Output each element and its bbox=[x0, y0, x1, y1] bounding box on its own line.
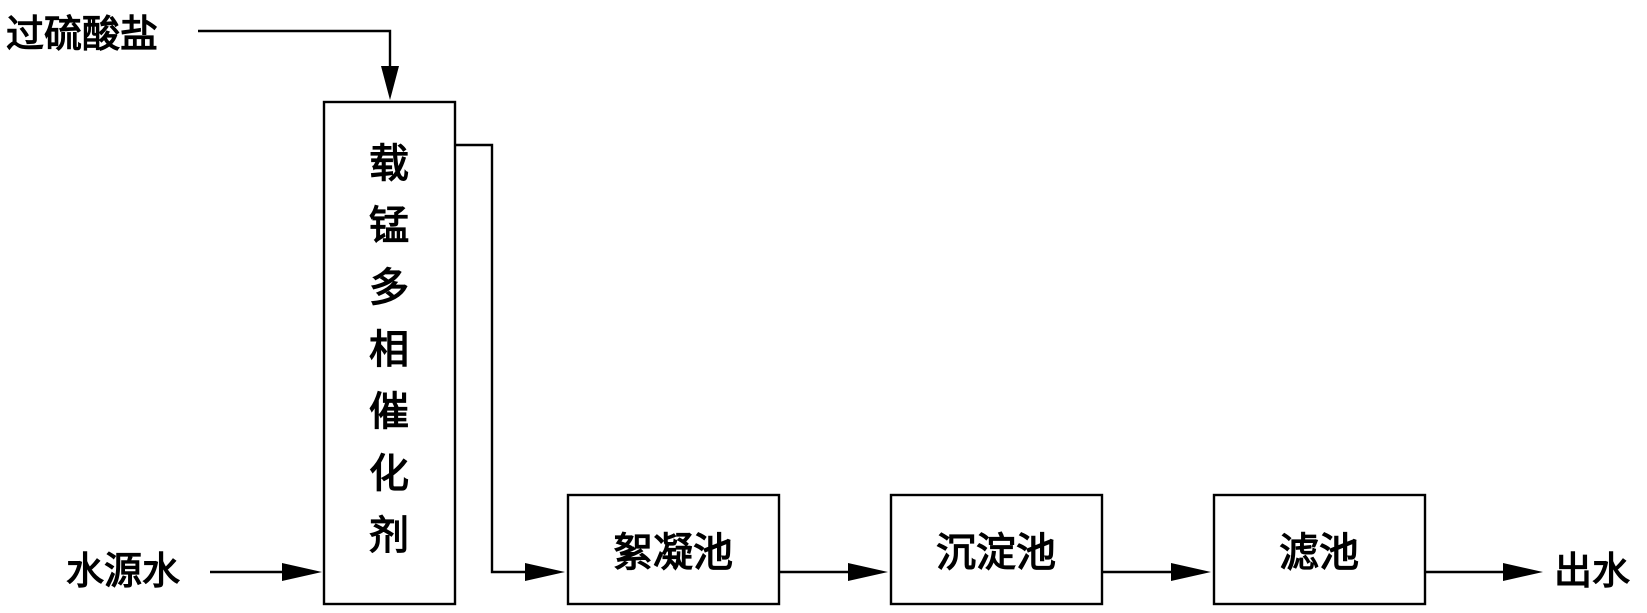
catalyst-box bbox=[322, 100, 457, 606]
persulfate-arrowhead bbox=[381, 66, 399, 100]
sedimentation-tank-box bbox=[889, 493, 1104, 606]
catalyst-char: 相 bbox=[369, 327, 409, 373]
filter-box bbox=[1212, 493, 1427, 606]
coagulation-tank-box bbox=[566, 493, 781, 606]
coag-to-sed-arrowhead bbox=[848, 563, 888, 581]
catalyst-char: 载 bbox=[369, 141, 409, 187]
sed-to-filter-arrowhead bbox=[1171, 563, 1211, 581]
sedimentation-tank-label: 沉淀池 bbox=[936, 530, 1056, 576]
coagulation-tank-label: 絮凝池 bbox=[613, 530, 733, 576]
catalyst-outlet-arrowhead bbox=[525, 563, 565, 581]
persulfate-label: 过硫酸盐 bbox=[6, 12, 158, 56]
catalyst-char: 锰 bbox=[369, 203, 409, 249]
effluent-label: 出水 bbox=[1554, 549, 1631, 593]
catalyst-outlet-line bbox=[455, 143, 530, 574]
catalyst-char: 催 bbox=[369, 389, 409, 435]
catalyst-char: 化 bbox=[369, 451, 409, 497]
catalyst-label: 载 锰 多 相 催 化 剂 bbox=[369, 141, 409, 559]
persulfate-feed-line bbox=[198, 29, 392, 80]
source-water-arrowhead bbox=[282, 563, 322, 581]
filter-outlet-arrowhead bbox=[1503, 563, 1543, 581]
source-water-label: 水源水 bbox=[66, 549, 181, 593]
catalyst-char: 剂 bbox=[369, 513, 409, 559]
catalyst-char: 多 bbox=[369, 265, 409, 311]
filter-label: 滤池 bbox=[1279, 530, 1359, 576]
